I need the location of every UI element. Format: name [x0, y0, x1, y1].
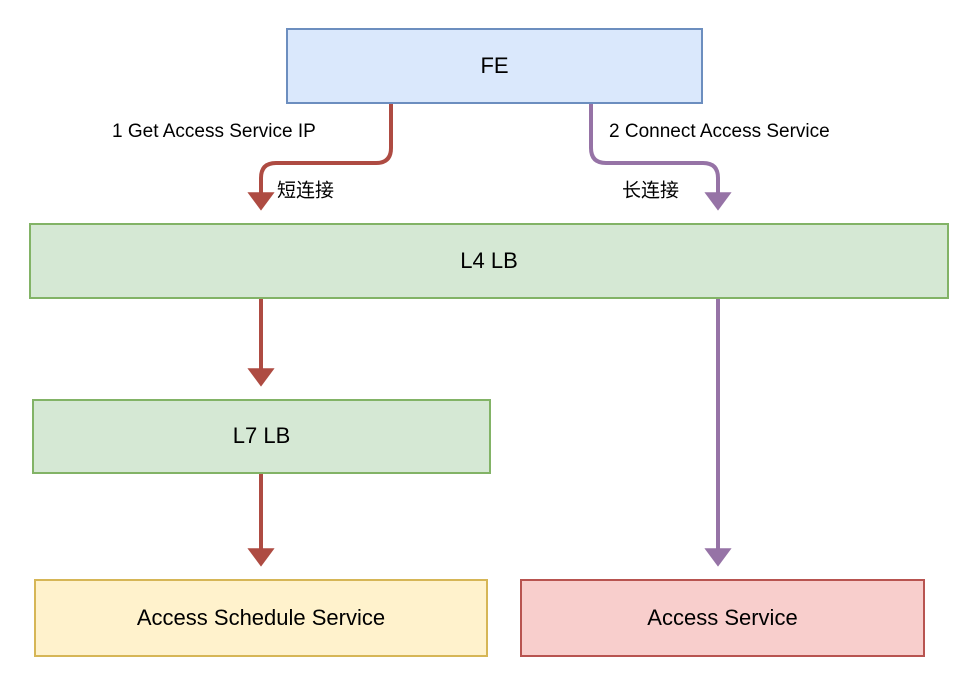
edge-fe-to-l4lb-long: 2 Connect Access Service 长连接: [589, 103, 830, 211]
node-fe[interactable]: FE: [286, 28, 703, 104]
node-l7-lb-rect[interactable]: [32, 399, 491, 474]
edge-label-get-access-service-ip: 1 Get Access Service IP: [112, 121, 316, 142]
node-l4-lb-rect[interactable]: [29, 223, 949, 299]
edge-sublabel-long-connection: 长连接: [622, 180, 679, 202]
node-l7-lb-label: L7 LB: [233, 423, 291, 448]
edge-fe-to-l4lb-short: 1 Get Access Service IP 短连接: [112, 103, 393, 211]
node-fe-rect[interactable]: [286, 28, 703, 104]
edge-fe-to-l4lb-short-path: [247, 103, 393, 211]
node-access-service[interactable]: Access Service: [520, 579, 925, 657]
node-l4-lb-label: L4 LB: [460, 248, 518, 273]
node-access-schedule-service-rect[interactable]: [34, 579, 488, 657]
edge-label-connect-access-service: 2 Connect Access Service: [609, 121, 830, 142]
node-l4-lb[interactable]: L4 LB: [29, 223, 949, 299]
node-fe-label: FE: [480, 53, 508, 78]
edge-fe-to-l4lb-long-path: [589, 103, 732, 211]
node-access-service-label: Access Service: [647, 605, 797, 630]
node-l7-lb[interactable]: L7 LB: [32, 399, 491, 474]
node-access-schedule-service[interactable]: Access Schedule Service: [34, 579, 488, 657]
node-access-service-rect[interactable]: [520, 579, 925, 657]
edge-sublabel-short-connection: 短连接: [277, 180, 334, 202]
node-access-schedule-service-label: Access Schedule Service: [137, 605, 385, 630]
